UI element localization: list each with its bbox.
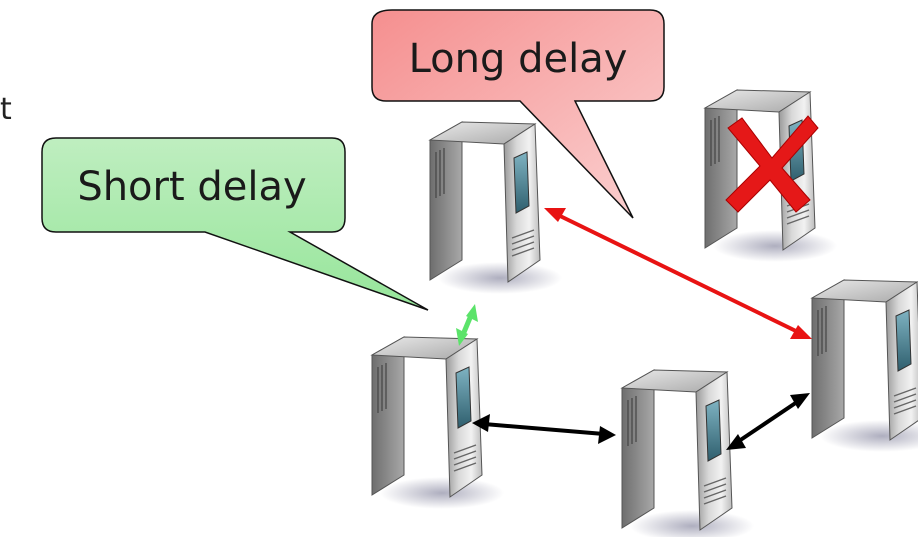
server-icon	[811, 279, 918, 453]
short-delay-callout: Short delay	[41, 137, 429, 311]
double-arrow-icon	[544, 208, 566, 222]
link-left-middle	[472, 414, 616, 444]
double-arrow-icon	[726, 434, 746, 450]
double-arrow-icon	[598, 426, 616, 444]
server-icon	[621, 369, 755, 537]
double-arrow-icon	[790, 325, 812, 339]
double-arrow-icon	[472, 414, 490, 432]
double-arrow-icon	[466, 304, 478, 322]
long-delay-link	[544, 208, 812, 339]
red-x-icon	[725, 115, 819, 213]
server-icon	[429, 121, 563, 295]
double-arrow-icon	[456, 328, 468, 346]
long-delay-callout: Long delay	[371, 9, 665, 219]
short-delay-label: Short delay	[77, 164, 306, 210]
double-arrow-icon	[790, 393, 810, 409]
clipped-text-fragment: t	[0, 92, 12, 127]
short-delay-link	[456, 304, 478, 346]
long-delay-label: Long delay	[409, 36, 628, 82]
link-middle-right	[726, 393, 810, 450]
